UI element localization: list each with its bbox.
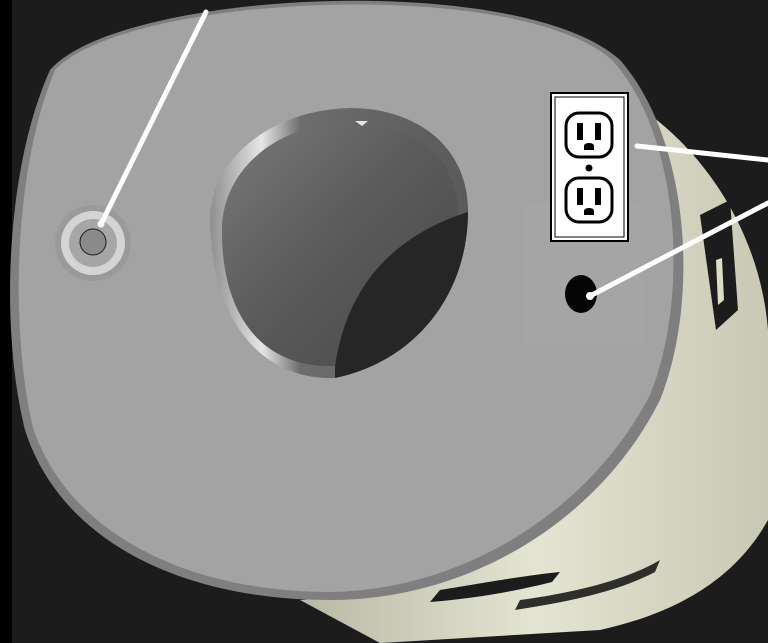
duplex-outlet-icon [551, 93, 628, 241]
leader-end-hole [586, 292, 594, 300]
leader-end-grommet [98, 221, 105, 228]
viewport-left-edge [0, 0, 12, 643]
cable-grommet [55, 205, 131, 281]
